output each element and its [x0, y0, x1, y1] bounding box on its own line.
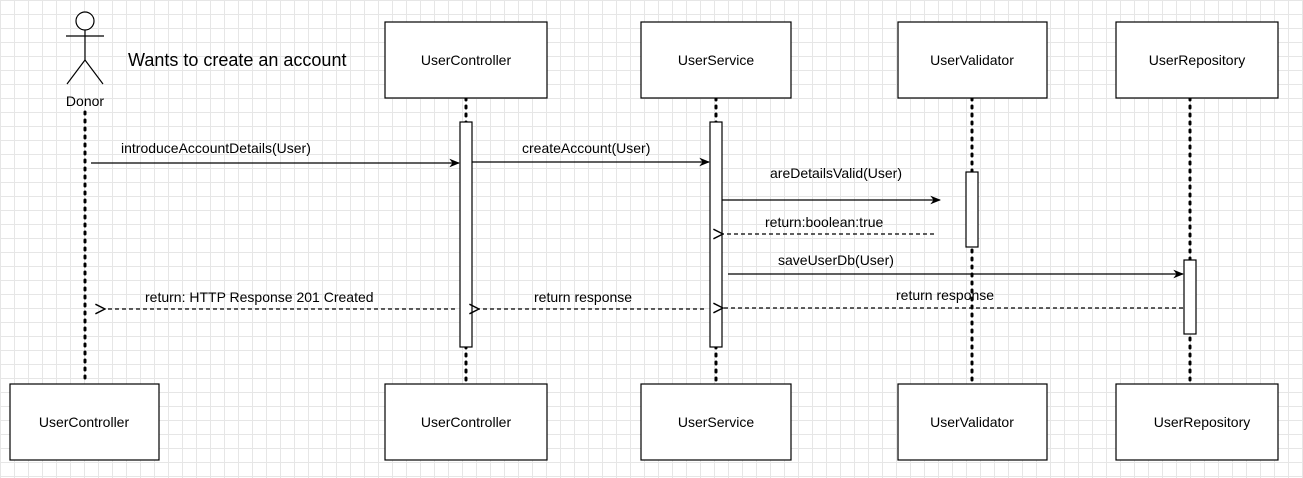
message-label: areDetailsValid(User)	[770, 165, 902, 181]
participant-box-user-repository-bottom[interactable]: UserRepository	[1115, 383, 1279, 461]
activation-user-service	[709, 121, 723, 348]
message-return-http-response[interactable]: return: HTTP Response 201 Created	[105, 289, 455, 309]
participant-box-user-validator-top[interactable]: UserValidator	[897, 21, 1048, 99]
message-save-user-db[interactable]: saveUserDb(User)	[728, 252, 1185, 279]
participant-label: UserRepository	[1154, 414, 1250, 430]
actor-label: Donor	[66, 93, 104, 109]
message-return-response-service[interactable]: return response	[479, 289, 704, 309]
participant-label: UserRepository	[1149, 52, 1245, 68]
participant-label: UserService	[678, 414, 754, 430]
message-label: return:boolean:true	[765, 214, 884, 230]
activation-user-repository	[1183, 259, 1197, 335]
participant-box-user-controller-bottom-left[interactable]: UserController	[9, 383, 160, 461]
participant-box-user-controller-bottom[interactable]: UserController	[384, 383, 548, 461]
participant-label: UserController	[39, 414, 130, 430]
participant-box-user-validator-bottom[interactable]: UserValidator	[897, 383, 1048, 461]
participant-label: UserValidator	[930, 414, 1014, 430]
message-label: return response	[534, 289, 632, 305]
message-label: saveUserDb(User)	[778, 252, 894, 268]
message-label: return: HTTP Response 201 Created	[145, 289, 374, 305]
participant-box-user-service-top[interactable]: UserService	[640, 21, 792, 99]
message-introduce-account-details[interactable]: introduceAccountDetails(User)	[91, 140, 461, 168]
participant-box-user-repository-top[interactable]: UserRepository	[1115, 21, 1279, 99]
message-label: createAccount(User)	[522, 140, 650, 156]
donor-actor-icon	[66, 11, 104, 85]
participant-box-user-controller-top[interactable]: UserController	[384, 21, 548, 99]
message-are-details-valid[interactable]: areDetailsValid(User)	[722, 165, 942, 205]
participant-label: UserService	[678, 52, 754, 68]
message-label: return response	[896, 287, 994, 303]
participant-label: UserController	[421, 414, 512, 430]
participant-box-user-service-bottom[interactable]: UserService	[640, 383, 792, 461]
message-create-account[interactable]: createAccount(User)	[472, 140, 711, 167]
participant-label: UserController	[421, 52, 512, 68]
message-label: introduceAccountDetails(User)	[121, 140, 311, 156]
message-return-boolean[interactable]: return:boolean:true	[723, 214, 934, 234]
participant-label: UserValidator	[930, 52, 1014, 68]
activation-user-controller	[459, 121, 473, 348]
message-return-response-repository[interactable]: return response	[723, 287, 1183, 308]
activation-user-validator	[965, 171, 979, 248]
note-text: Wants to create an account	[128, 50, 346, 70]
